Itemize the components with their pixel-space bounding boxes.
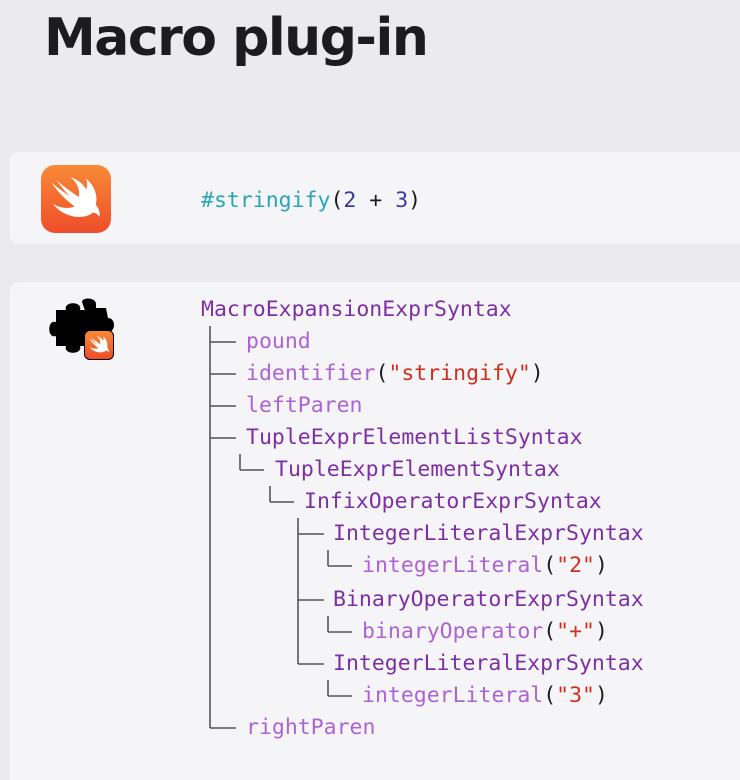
tree-node-int-literal-1: integerLiteral("2") (362, 553, 608, 578)
tree-node-pound: pound (246, 329, 311, 354)
close-paren: ) (408, 188, 422, 213)
open-paren: ( (330, 188, 344, 213)
tree-node-int-expr-2: IntegerLiteralExprSyntax (333, 651, 644, 676)
syntax-tree-card (10, 282, 740, 780)
token-value: "3" (556, 683, 596, 708)
tree-node-left-paren: leftParen (246, 393, 363, 418)
macro-name: #stringify (201, 188, 331, 213)
tree-node-int-literal-2: integerLiteral("3") (362, 683, 608, 708)
token-name: integerLiteral (362, 553, 544, 578)
swift-badge-icon (84, 330, 114, 360)
tree-node-tuple-element: TupleExprElementSyntax (275, 457, 560, 482)
tree-node-int-expr-1: IntegerLiteralExprSyntax (333, 521, 644, 546)
lhs-literal: 2 (343, 188, 357, 213)
token-value: "stringify" (388, 361, 531, 386)
token-name: binaryOperator (362, 619, 544, 644)
plus-operator: + (356, 188, 396, 213)
tree-node-infix: InfixOperatorExprSyntax (304, 489, 602, 514)
tree-node-binop-expr: BinaryOperatorExprSyntax (333, 587, 644, 612)
token-name: identifier (246, 361, 376, 386)
source-expression: #stringify(2 + 3) (201, 185, 421, 217)
rhs-literal: 3 (395, 188, 409, 213)
tree-node-root: MacroExpansionExprSyntax (201, 297, 512, 322)
source-card (10, 152, 740, 244)
token-value: "2" (556, 553, 596, 578)
tree-node-identifier: identifier("stringify") (246, 361, 544, 386)
token-name: integerLiteral (362, 683, 544, 708)
tree-node-tuple-list: TupleExprElementListSyntax (246, 425, 583, 450)
page-title: Macro plug-in (44, 8, 429, 68)
token-value: "+" (556, 619, 596, 644)
tree-node-binop-token: binaryOperator("+") (362, 619, 608, 644)
tree-node-right-paren: rightParen (246, 715, 376, 740)
swift-logo-icon (41, 165, 111, 233)
